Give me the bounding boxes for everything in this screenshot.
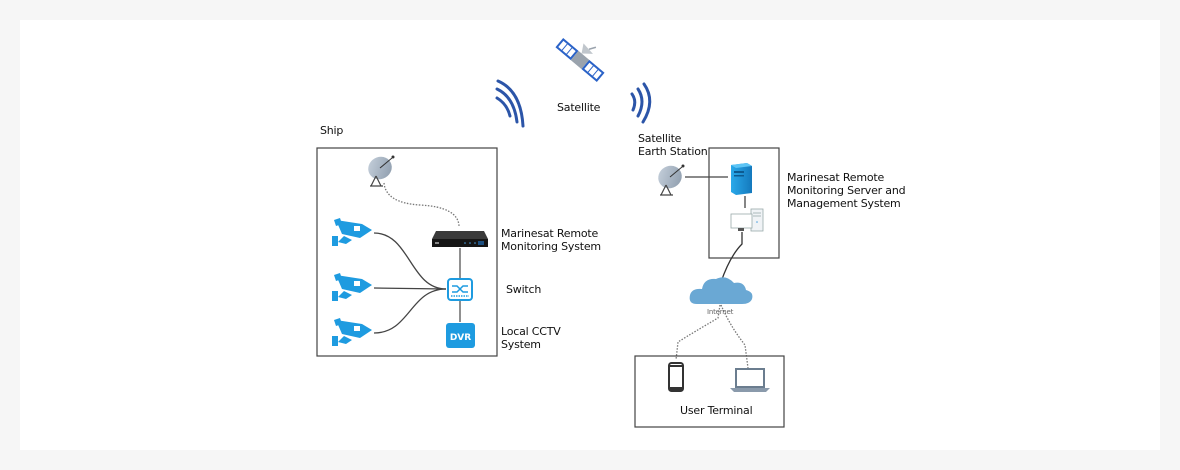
server-icon [731,163,752,195]
camera-to-switch-links [373,232,447,334]
signal-waves-left-icon [495,79,525,128]
laptop-icon [730,368,770,392]
earth-station-frame [708,147,780,259]
user-terminal-frame [634,355,785,428]
ship-label: Ship [320,124,344,137]
earth-station-dish-icon [658,164,685,196]
cctv-label: Local CCTV System [501,325,561,351]
switch-label: Switch [506,283,542,296]
server-label: Marinesat Remote Monitoring Server and M… [787,171,906,210]
diagram-canvas [20,20,1160,450]
dvr-icon: DVR [446,323,475,348]
workstation-to-internet-link [720,232,743,283]
dvr-text: DVR [450,333,471,343]
user-terminal-label: User Terminal [680,404,753,417]
ship-satellite-dish-icon [368,155,395,187]
signal-waves-right-icon [630,82,652,124]
internet-cloud-icon [689,277,753,304]
internet-label: Internet [707,308,734,316]
satellite-label: Satellite [557,101,601,114]
workstation-icon [730,208,764,232]
ship-frame [316,147,498,357]
internet-to-user-links [675,304,749,369]
cctv-camera-icon [332,318,372,346]
switch-icon [447,278,473,301]
monitoring-system-label: Marinesat Remote Monitoring System [501,227,601,253]
satellite-icon [555,38,605,82]
smartphone-icon [668,362,684,392]
monitoring-system-device-icon [432,231,488,247]
cctv-camera-icon [332,273,372,301]
ship-dish-to-monitor-link [383,182,460,227]
cctv-camera-icon [332,218,372,246]
earth-station-label: Satellite Earth Station [638,132,708,158]
